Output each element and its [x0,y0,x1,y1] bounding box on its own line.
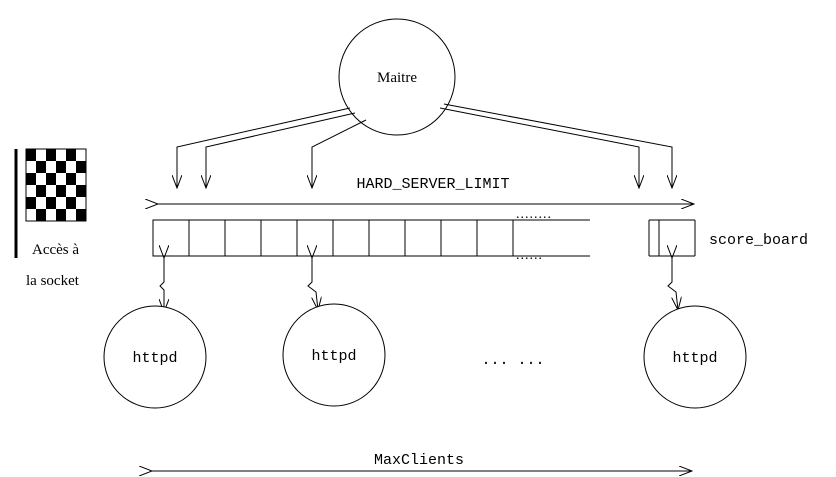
scoreboard: ........ ...... score_board [152,207,808,263]
scoreboard-dots-bottom: ...... [516,248,543,263]
hard-server-limit-span: HARD_SERVER_LIMIT [158,176,694,204]
scoreboard-cells [188,220,660,256]
worker-scoreboard-arrows [160,258,678,312]
scoreboard-dots-top: ........ [516,207,552,222]
master-dispatch-arrows [177,103,672,188]
worker-node-1: httpd [103,305,207,409]
checkered-flag-icon [25,148,87,222]
socket-label-line2: la socket [26,273,80,289]
scoreboard-label: score_board [709,232,808,249]
worker-ellipsis: ... ... [481,352,544,369]
socket-label-line1: Accès à [32,242,79,258]
worker-label: httpd [672,350,717,367]
master-label: Maitre [377,70,417,86]
max-clients-span: MaxClients [152,452,692,471]
master-node: Maitre [338,18,456,136]
hard-server-limit-label: HARD_SERVER_LIMIT [356,176,509,193]
worker-node-3: httpd [643,305,747,409]
socket-flag: Accès à la socket [14,148,87,289]
max-clients-label: MaxClients [374,452,464,469]
worker-node-2: httpd [282,303,386,407]
worker-label: httpd [132,350,177,367]
worker-label: httpd [311,348,356,365]
